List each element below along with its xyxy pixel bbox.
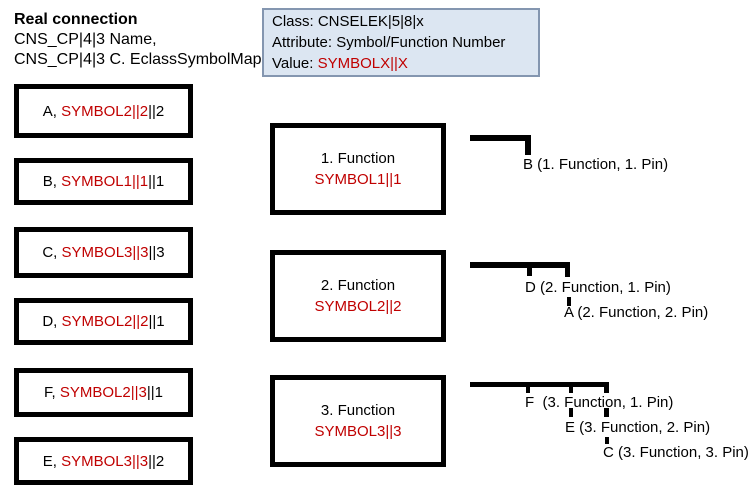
- fn3-pin3-tick-upper: [604, 408, 609, 417]
- fn2-pin-connector-hbar: [470, 262, 570, 268]
- connection-symbol: SYMBOL2||3: [59, 384, 147, 401]
- info-value-line: Value: SYMBOLX||X: [272, 53, 538, 74]
- function-symbol: SYMBOL1||1: [314, 171, 402, 188]
- function-box-3: 3. Function SYMBOL3||3: [270, 375, 446, 467]
- fn1-pin1-drop: [525, 141, 531, 155]
- connection-symbol: SYMBOL1||1: [61, 173, 149, 190]
- connection-symbol: SYMBOL2||2: [61, 102, 149, 120]
- connection-prefix: C,: [42, 244, 62, 261]
- connection-box-b: B, SYMBOL1||1||1: [14, 158, 193, 205]
- connection-suffix: ||1: [148, 173, 165, 190]
- function-title: 1. Function: [320, 150, 396, 167]
- fn3-pin-connector-hbar: [470, 382, 609, 387]
- connection-prefix: A,: [42, 102, 62, 120]
- connection-suffix: ||3: [148, 244, 165, 261]
- fn2-pin2-tick: [567, 297, 571, 306]
- info-class-line: Class: CNSELEK|5|8|x: [272, 13, 424, 30]
- fn3-pin3-tick-lower: [605, 437, 609, 444]
- connection-suffix: ||1: [148, 313, 165, 330]
- function-box-1: 1. Function SYMBOL1||1: [270, 123, 446, 215]
- fn2-pin2-drop: [565, 262, 570, 277]
- connection-suffix: ||1: [146, 384, 163, 401]
- connection-prefix: F,: [44, 384, 60, 401]
- pin-label-c: C (3. Function, 3. Pin): [603, 444, 749, 461]
- connection-prefix: B,: [42, 173, 62, 190]
- connection-suffix: ||2: [148, 102, 165, 120]
- pin-label-d: D (2. Function, 1. Pin): [525, 279, 671, 296]
- function-title: 2. Function: [320, 277, 396, 294]
- connection-box-f: F, SYMBOL2||3||1: [14, 368, 193, 417]
- fn3-pin2-tick-lower: [569, 408, 573, 417]
- connection-prefix: E,: [42, 452, 62, 470]
- info-value-prefix: Value:: [272, 55, 318, 72]
- fn3-pin3-drop: [604, 382, 609, 393]
- function-symbol: SYMBOL2||2: [314, 298, 402, 315]
- connection-symbol: SYMBOL2||2: [61, 313, 149, 330]
- pin-label-a: A (2. Function, 2. Pin): [564, 304, 709, 321]
- info-value: SYMBOLX||X: [317, 55, 408, 72]
- header-line-1: CNS_CP|4|3 Name,: [14, 31, 157, 48]
- connection-box-d: D, SYMBOL2||2||1: [14, 298, 193, 345]
- function-title: 3. Function: [320, 402, 396, 419]
- function-symbol: SYMBOL3||3: [314, 423, 402, 440]
- header: Real connection CNS_CP|4|3 Name, CNS_CP|…: [14, 10, 262, 70]
- pin-label-b: B (1. Function, 1. Pin): [523, 156, 669, 173]
- connection-box-e: E, SYMBOL3||3||2: [14, 437, 193, 485]
- connection-suffix: ||2: [148, 452, 165, 470]
- fn3-pin2-tick-upper: [569, 387, 573, 393]
- connection-symbol: SYMBOL3||3: [61, 244, 149, 261]
- fn1-pin-connector-hbar: [470, 135, 531, 141]
- pin-label-e: E (3. Function, 2. Pin): [565, 419, 711, 436]
- connection-prefix: D,: [42, 313, 62, 330]
- function-box-2: 2. Function SYMBOL2||2: [270, 250, 446, 342]
- pin-label-f: F (3. Function, 1. Pin): [525, 394, 674, 411]
- connection-box-a: A, SYMBOL2||2||2: [14, 84, 193, 138]
- connection-box-c: C, SYMBOL3||3||3: [14, 227, 193, 278]
- info-attribute-line: Attribute: Symbol/Function Number: [272, 34, 506, 51]
- page-title: Real connection: [14, 11, 138, 28]
- info-box: Class: CNSELEK|5|8|x Attribute: Symbol/F…: [262, 8, 540, 77]
- fn3-pin1-tick: [526, 387, 530, 393]
- header-line-2: CNS_CP|4|3 C. EclassSymbolMap: [14, 51, 262, 68]
- connection-symbol: SYMBOL3||3: [61, 452, 149, 470]
- fn2-pin1-tick: [527, 268, 532, 276]
